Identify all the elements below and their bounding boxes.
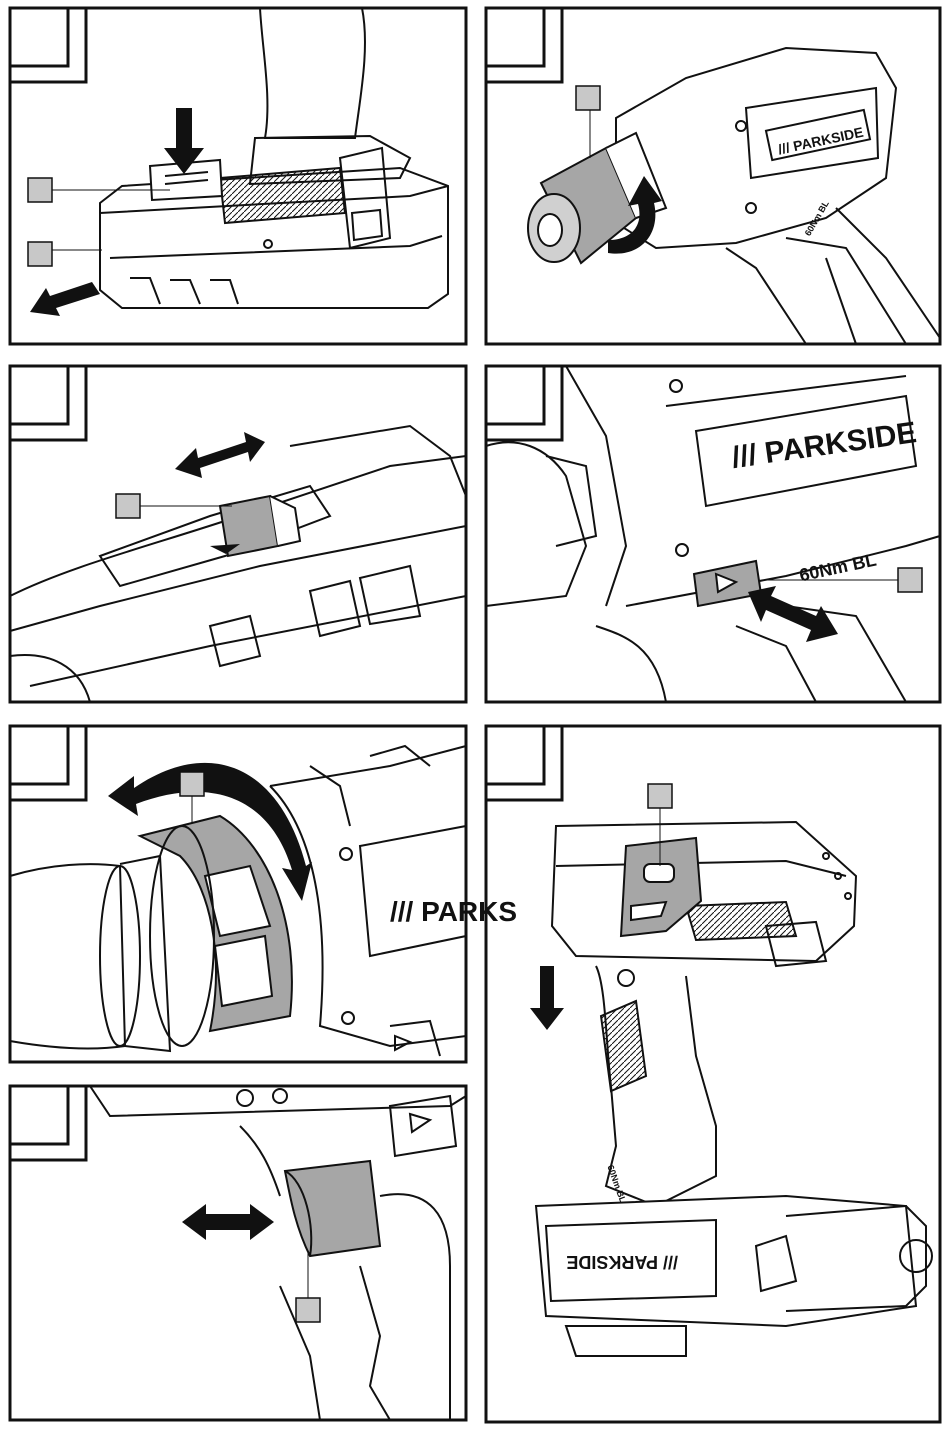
callout-box (28, 178, 52, 202)
callout-box (296, 1298, 320, 1322)
step-number-box (486, 8, 544, 66)
direction-switch-button (694, 561, 761, 606)
double-arrow-icon (175, 432, 265, 478)
step-number-box (10, 8, 68, 66)
drill-handle-drawing (90, 1086, 466, 1420)
pull-out-arrow-icon (30, 282, 100, 316)
battery-pack-drawing (100, 8, 448, 308)
panel-belt-clip: /// PARKSIDE 60Nm BL (486, 726, 940, 1422)
down-arrow-icon (530, 966, 564, 1030)
parkside-badge: /// PARKSIDE (730, 416, 919, 475)
panel-chuck-rotation: /// PARKSIDE 60Nm BL (486, 8, 940, 344)
callout-box (898, 568, 922, 592)
double-arrow-icon (748, 586, 838, 642)
gear-selector-switch (210, 496, 300, 556)
battery-pack-drawing (552, 822, 856, 966)
drill-top-drawing (10, 426, 466, 702)
callout-box (576, 86, 600, 110)
parkside-badge: /// PARKSIDE (566, 1252, 678, 1272)
double-arrow-icon (182, 1204, 274, 1240)
panel-battery-release (10, 8, 466, 344)
step-number-box (10, 366, 68, 424)
svg-text:/// PARKSIDE: /// PARKSIDE (730, 416, 919, 475)
drill-body-drawing (616, 48, 940, 344)
panel-trigger (10, 1086, 466, 1420)
callout-box (648, 784, 672, 808)
chuck-drawing (10, 856, 170, 1051)
step-number-box (486, 726, 544, 784)
panel-gear-selector (10, 366, 466, 702)
callout-box (116, 494, 140, 518)
callout-box (180, 772, 204, 796)
torque-collar-ring (140, 816, 292, 1046)
step-number-box (486, 366, 544, 424)
trigger-switch (285, 1161, 380, 1256)
panel-torque-collar: /// PARKS (10, 726, 466, 1062)
step-number-box (10, 1086, 68, 1144)
callout-box (28, 242, 52, 266)
panel-direction-switch: /// PARKSIDE 60Nm BL (486, 366, 940, 702)
drill-side-drawing (486, 366, 940, 702)
step-number-box (10, 726, 68, 784)
drill-body-drawing (536, 966, 932, 1356)
torque-marking: 60Nm BL (605, 1164, 628, 1205)
